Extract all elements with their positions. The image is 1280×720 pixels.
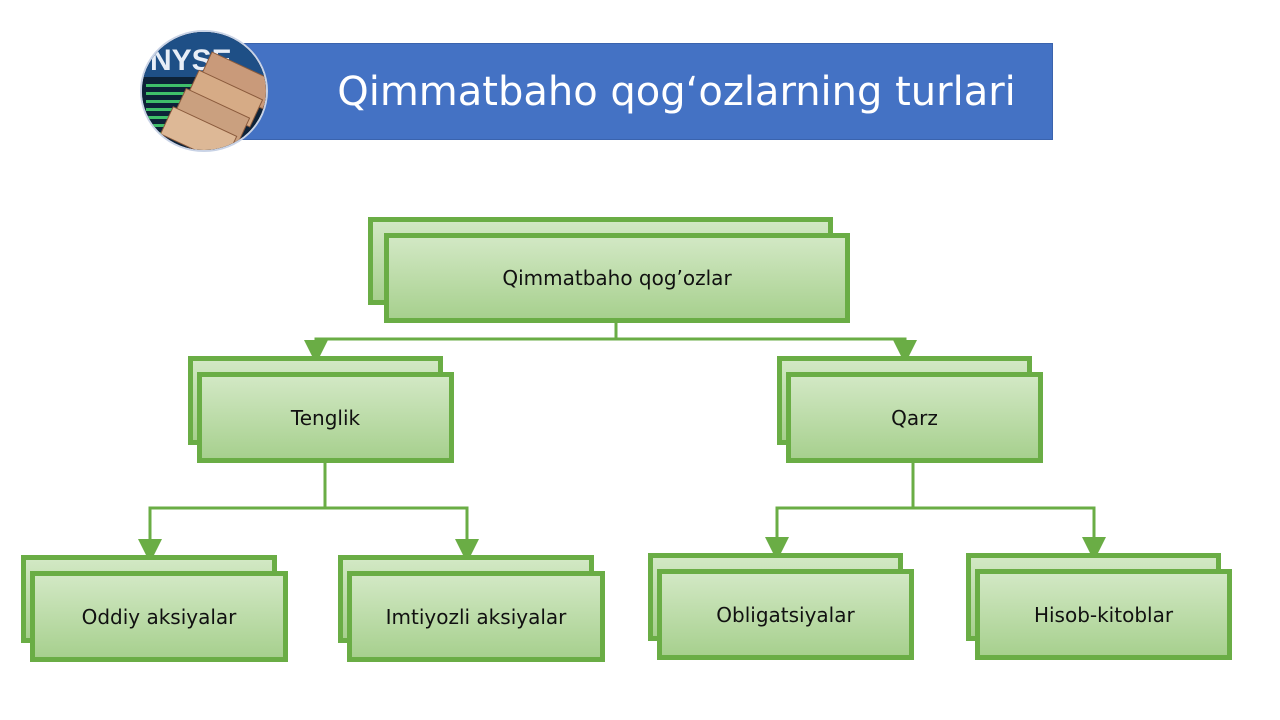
- connector-root-qarz: [616, 337, 917, 364]
- node-imtiyozli-label: Imtiyozli aksiyalar: [347, 571, 605, 662]
- connector-qarz-hisob: [913, 506, 1106, 561]
- node-hisob-label: Hisob-kitoblar: [975, 569, 1232, 660]
- nyse-logo-image: NYSE: [140, 30, 268, 152]
- node-obligatsiyalar-label: Obligatsiyalar: [657, 569, 914, 660]
- node-tenglik: Tenglik: [188, 356, 454, 463]
- connector-tenglik-oddiy: [138, 461, 327, 563]
- node-hisob-kitoblar: Hisob-kitoblar: [966, 553, 1232, 660]
- node-qarz: Qarz: [777, 356, 1043, 463]
- connector-root-tenglik: [304, 321, 618, 364]
- title-banner: Qimmatbaho qog‘ozlarning turlari: [240, 43, 1053, 140]
- node-oddiy-aksiyalar: Oddiy aksiyalar: [21, 555, 288, 662]
- node-obligatsiyalar: Obligatsiyalar: [648, 553, 914, 660]
- node-qarz-label: Qarz: [786, 372, 1043, 463]
- connector-qarz-obligatsiyalar: [765, 461, 915, 561]
- slide-title: Qimmatbaho qog‘ozlarning turlari: [337, 68, 1016, 115]
- node-root: Qimmatbaho qog’ozlar: [368, 217, 850, 323]
- node-tenglik-label: Tenglik: [197, 372, 454, 463]
- node-root-label: Qimmatbaho qog’ozlar: [384, 233, 850, 323]
- node-oddiy-label: Oddiy aksiyalar: [30, 571, 288, 662]
- node-imtiyozli-aksiyalar: Imtiyozli aksiyalar: [338, 555, 605, 662]
- connector-tenglik-imtiyozli: [325, 506, 479, 563]
